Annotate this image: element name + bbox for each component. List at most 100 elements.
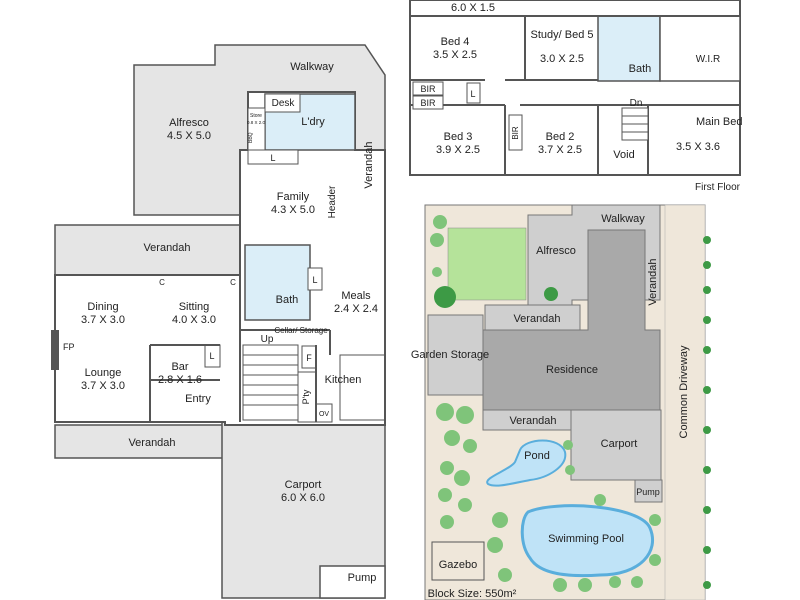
lounge-label: Lounge xyxy=(85,367,122,379)
pantry-label: P'ty xyxy=(301,389,311,404)
tree xyxy=(487,537,503,553)
first-floor-caption: First Floor xyxy=(695,182,741,193)
cupboard-label-1: C xyxy=(159,278,165,287)
main-size: 3.5 X 3.6 xyxy=(676,141,720,153)
desk-nook xyxy=(264,93,301,113)
tree xyxy=(703,581,711,589)
desk-label: Desk xyxy=(272,98,296,109)
upstairs-stairs xyxy=(621,107,649,141)
bed3-label: Bed 3 xyxy=(444,131,473,143)
top-room-size: 6.0 X 1.5 xyxy=(451,2,495,14)
tree xyxy=(703,346,711,354)
bir-2 xyxy=(412,95,444,110)
tree xyxy=(649,514,661,526)
linen-cupboard-family xyxy=(247,149,299,165)
pond xyxy=(486,439,567,487)
garden-storage-area xyxy=(427,314,484,396)
site-plan: Walkway Alfresco Verandah Verandah Garde… xyxy=(411,204,711,600)
main-label: Main Bed xyxy=(696,116,742,128)
bbq-label: BBQ xyxy=(248,132,254,143)
tree xyxy=(432,267,442,277)
fireplace xyxy=(51,330,59,370)
meals-label: Meals xyxy=(341,290,371,302)
fridge-label: F xyxy=(306,353,312,363)
family-size: 4.3 X 5.0 xyxy=(271,204,315,216)
fp-label: FP xyxy=(63,342,75,352)
kitchen-label: Kitchen xyxy=(325,374,362,386)
void-label: Void xyxy=(613,149,634,161)
pump-label: Pump xyxy=(348,572,377,584)
bath-label: Bath xyxy=(276,294,299,306)
lounge-size: 3.7 X 3.0 xyxy=(81,380,125,392)
linen-label-bath: L xyxy=(312,275,317,285)
tree xyxy=(703,261,711,269)
pump-room xyxy=(319,565,386,599)
dining-label: Dining xyxy=(87,301,118,313)
site-driveway-label: Common Driveway xyxy=(678,345,690,438)
walkway-label: Walkway xyxy=(290,61,334,73)
kitchen-bench xyxy=(339,354,386,421)
verandah-bottom-label: Verandah xyxy=(128,437,175,449)
tree xyxy=(703,466,711,474)
tree xyxy=(433,215,447,229)
linen-cupboard-bath xyxy=(307,267,323,291)
tree xyxy=(438,488,452,502)
ground-floor-plan: Alfresco 4.5 X 5.0 Walkway Desk L'dry St… xyxy=(51,44,386,599)
bed2-size: 3.7 X 2.5 xyxy=(538,144,582,156)
tree xyxy=(703,236,711,244)
linen-upstairs xyxy=(466,82,481,104)
alfresco-size: 4.5 X 5.0 xyxy=(167,130,211,142)
tree xyxy=(456,406,474,424)
site-verandah-bottom-label: Verandah xyxy=(509,415,556,427)
sitting-label: Sitting xyxy=(179,301,210,313)
tree xyxy=(594,494,606,506)
carport-roof xyxy=(570,409,662,481)
tree xyxy=(553,578,567,592)
bed4-label: Bed 4 xyxy=(441,36,470,48)
site-block-size: Block Size: 550m² xyxy=(428,588,517,600)
sitting-size: 4.0 X 3.0 xyxy=(172,314,216,326)
tree xyxy=(565,465,575,475)
tree xyxy=(631,576,643,588)
tree xyxy=(458,498,472,512)
store-label: Store xyxy=(250,113,262,119)
tree xyxy=(703,546,711,554)
tree xyxy=(454,470,470,486)
tree xyxy=(703,506,711,514)
pump-box xyxy=(634,479,663,503)
site-alfresco-label: Alfresco xyxy=(536,245,576,257)
dn-label: Dn xyxy=(630,98,643,109)
entry-label: Entry xyxy=(185,393,211,405)
tree xyxy=(430,233,444,247)
site-pump-label: Pump xyxy=(636,487,660,497)
alfresco-label: Alfresco xyxy=(169,117,209,129)
wir-room xyxy=(659,15,741,82)
bar-label: Bar xyxy=(171,361,188,373)
linen-label-family: L xyxy=(270,153,275,163)
up-label: Up xyxy=(261,334,274,345)
trees xyxy=(430,215,711,592)
site-carport-label: Carport xyxy=(601,438,638,450)
site-verandah-top-label: Verandah xyxy=(513,313,560,325)
lawn xyxy=(447,227,527,301)
store-size: 0.8 X 2.0 xyxy=(247,120,266,125)
first-floor-plan: 6.0 X 1.5 Bed 4 3.5 X 2.5 Study/ Bed 5 3… xyxy=(409,0,742,193)
bir-label-3: BIR xyxy=(511,126,520,140)
bir-3 xyxy=(508,114,523,151)
dining-size: 3.7 X 3.0 xyxy=(81,314,125,326)
bed4-size: 3.5 X 2.5 xyxy=(433,49,477,61)
study-size: 3.0 X 2.5 xyxy=(540,53,584,65)
tree xyxy=(544,287,558,301)
carport-label: Carport xyxy=(285,479,322,491)
family-label: Family xyxy=(277,191,310,203)
bar-size: 2.8 X 1.6 xyxy=(158,374,202,386)
site-verandah-side-label: Verandah xyxy=(647,258,659,305)
cupboard-label-2: C xyxy=(230,278,236,287)
tree xyxy=(498,568,512,582)
tree xyxy=(703,316,711,324)
carport-size: 6.0 X 6.0 xyxy=(281,492,325,504)
meals-size: 2.4 X 2.4 xyxy=(334,303,378,315)
tree xyxy=(703,386,711,394)
tree xyxy=(436,403,454,421)
